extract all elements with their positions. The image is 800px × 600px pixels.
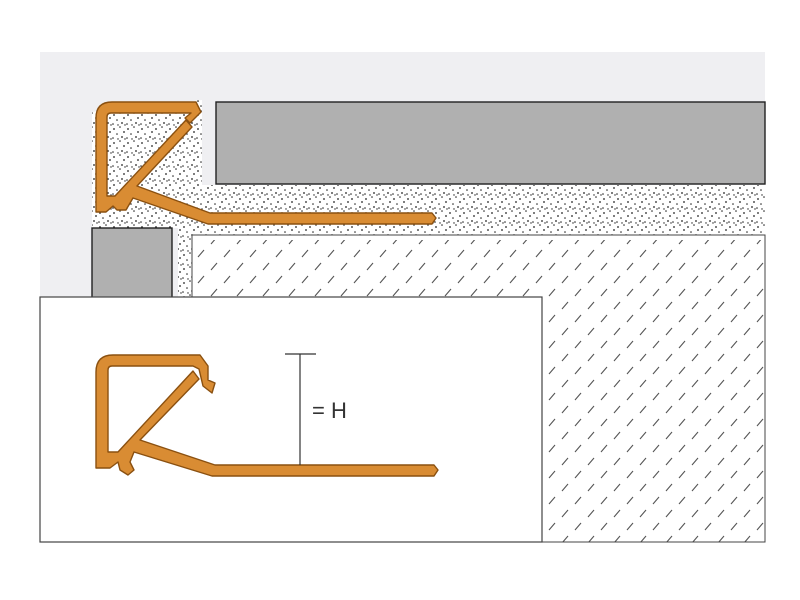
installed-profile-shape (95, 101, 437, 225)
dimension-label: = H (312, 398, 347, 423)
height-dimension: = H (285, 353, 347, 465)
top-tile (215, 101, 766, 185)
side-tile (91, 227, 173, 309)
detail-inset-panel (39, 296, 543, 543)
detail-profile (95, 354, 439, 477)
installed-profile (95, 101, 437, 225)
detail-profile-shape (95, 354, 439, 477)
adhesive-bed-speckle (92, 100, 765, 542)
